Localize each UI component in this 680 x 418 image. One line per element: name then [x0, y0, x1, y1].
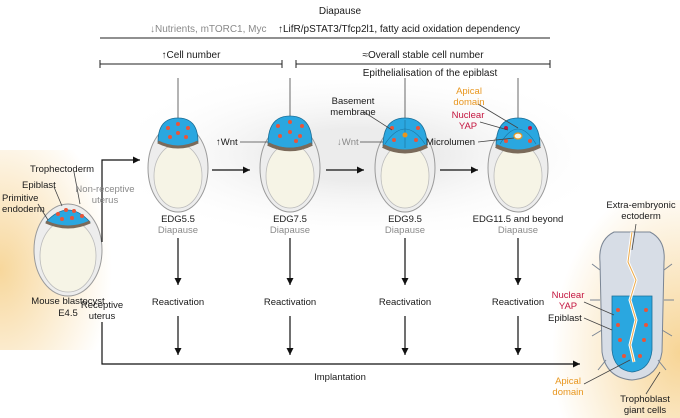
- stage-state-4: Diapause: [497, 225, 539, 236]
- reactivation-label-4: Reactivation: [491, 297, 545, 308]
- basement-membrane-label: Basement membrane: [330, 96, 376, 118]
- embryo-edg5-5: [147, 117, 209, 213]
- wnt-down-label: ↓Wnt: [337, 137, 359, 148]
- extraembryonic-label: Extra-embryonic ectoderm: [606, 200, 676, 222]
- microlumen-label: Microlumen: [426, 137, 476, 148]
- trophoblast-label: Trophoblast giant cells: [620, 394, 670, 416]
- postimplant-epiblast-label: Epiblast: [548, 313, 582, 324]
- blastocyst-e4-5: [33, 203, 103, 297]
- implantation-label: Implantation: [314, 372, 366, 383]
- epithelialisation-label: Epithelialisation of the epiblast: [362, 68, 498, 79]
- blastocyst-name: Mouse blastocyst: [31, 296, 105, 307]
- stage-name-3: EDG9.5: [388, 214, 422, 225]
- primitive-endoderm-label: Primitive endoderm: [2, 193, 45, 215]
- postimplant-apical-label: Apical domain: [552, 376, 584, 398]
- stage-state-1: Diapause: [157, 225, 199, 236]
- stage-name-1: EDG5.5: [161, 214, 195, 225]
- reactivation-label-2: Reactivation: [263, 297, 317, 308]
- embryo-edg7-5: [259, 115, 321, 213]
- egg-cylinder: [590, 231, 674, 381]
- cell-number-up: ↑Cell number: [161, 50, 221, 61]
- wnt-up-label: ↑Wnt: [216, 137, 238, 148]
- trophectoderm-label: Trophectoderm: [30, 164, 95, 175]
- postimplant-yap-label: Nuclear YAP: [551, 290, 585, 312]
- reactivation-label-1: Reactivation: [151, 297, 205, 308]
- reactivation-label-3: Reactivation: [378, 297, 432, 308]
- embryo-edg11-5: [487, 117, 549, 213]
- stage-state-3: Diapause: [384, 225, 426, 236]
- nuclear-yap-label: Nuclear YAP: [451, 110, 485, 132]
- non-receptive-uterus: Non-receptive uterus: [75, 184, 135, 206]
- stage-name-2: EDG7.5: [273, 214, 307, 225]
- blastocyst-stage: E4.5: [58, 308, 78, 319]
- stage-state-2: Diapause: [269, 225, 311, 236]
- apical-domain-label: Apical domain: [453, 86, 485, 108]
- up-regulated-text: ↑LifR/pSTAT3/Tfcp2l1, fatty acid oxidati…: [278, 24, 520, 35]
- receptive-uterus: Receptive uterus: [80, 300, 124, 322]
- embryo-edg9-5: [374, 117, 436, 213]
- stage-name-4: EDG11.5 and beyond: [472, 214, 564, 225]
- cell-number-stable: ≈Overall stable cell number: [362, 50, 484, 61]
- diapause-title: Diapause: [318, 6, 362, 17]
- epiblast-label: Epiblast: [22, 180, 56, 191]
- down-regulated-text: ↓Nutrients, mTORC1, Myc: [150, 24, 267, 35]
